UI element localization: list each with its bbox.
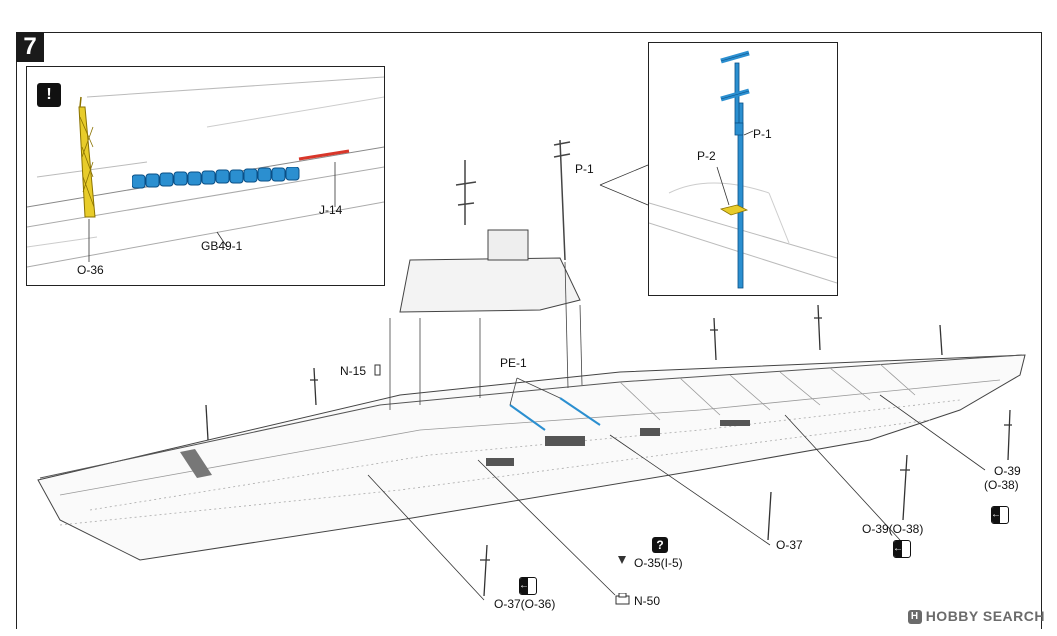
label-o-35-i-5: O-35(I-5) (634, 556, 683, 570)
label-pe-1: PE-1 (500, 356, 527, 370)
label-o-37: O-37 (776, 538, 803, 552)
label-o-36: O-36 (77, 263, 104, 277)
label-o-39-o-38-a: O-39(O-38) (862, 522, 924, 536)
step-frame (16, 32, 1042, 629)
label-n-50: N-50 (634, 594, 661, 608)
step-number: 7 (16, 32, 44, 62)
box-part-icon (615, 593, 631, 605)
label-o-37-o-36: O-37(O-36) (494, 597, 556, 611)
inset-left-drawing (27, 76, 384, 268)
label-n-15: N-15 (340, 364, 367, 378)
inset-detail-left: ! O-36 GB49-1 J-14 (26, 66, 385, 286)
question-icon: ? (652, 537, 668, 553)
hobby-search-logo-icon: H (907, 610, 922, 624)
label-gb49-1: GB49-1 (201, 239, 243, 253)
label-o-38-b: (O-38) (984, 478, 1019, 492)
label-j-14: J-14 (319, 203, 343, 217)
warning-icon: ! (37, 83, 61, 107)
label-p-2: P-2 (697, 149, 716, 163)
inset-detail-right: P-1 P-2 (648, 42, 838, 296)
install-direction-icon: ← (991, 506, 1009, 524)
small-part-icon (617, 555, 627, 565)
install-direction-icon: ← (893, 540, 911, 558)
shield-row (132, 167, 302, 189)
label-p-1-detail: P-1 (753, 127, 772, 141)
install-direction-icon: ← (519, 577, 537, 595)
inset-right-drawing (649, 50, 837, 289)
label-p-1: P-1 (575, 162, 594, 176)
label-o-39-b: O-39 (994, 464, 1021, 478)
n15-part-icon (374, 364, 382, 376)
